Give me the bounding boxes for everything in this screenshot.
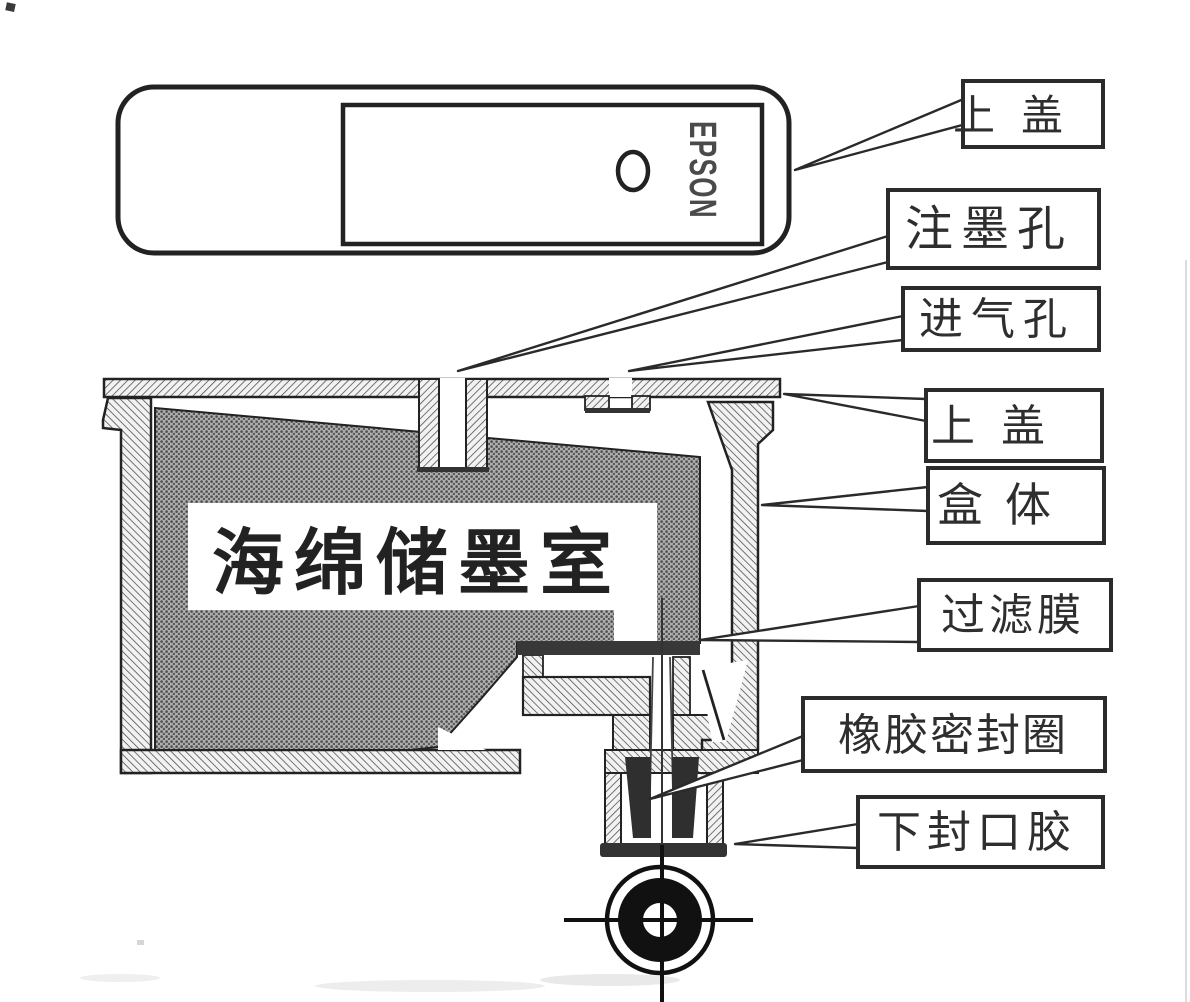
- sponge-label-box: [188, 503, 657, 610]
- cartridge-top-view: EPSON: [115, 84, 792, 256]
- top-cover-inner-panel: [340, 102, 765, 247]
- label-ink-fill-hole: 注墨孔: [886, 188, 1101, 270]
- box-right-wall-upper: [706, 400, 775, 642]
- sponge-bottom-gap: [438, 727, 486, 750]
- label-bottom-seal-glue: 下封口胶: [856, 795, 1105, 869]
- pocket-under-filter: [543, 658, 650, 677]
- label-air-intake-hole: 进气孔: [901, 286, 1101, 352]
- cover-positioning-hole: [615, 149, 651, 193]
- svg-text:橡胶密封圈: 橡胶密封圈: [838, 711, 1068, 760]
- fill-tube-left-wall: [418, 378, 440, 470]
- channel-right-strip: [672, 656, 691, 716]
- ink-inlet-cone-edge: [701, 669, 726, 741]
- svg-text:上盖: 上盖: [931, 402, 1071, 451]
- ledge-strip: [522, 654, 544, 678]
- ink-inlet-cone: [700, 660, 748, 742]
- rubber-seal-right: [672, 757, 699, 838]
- leader-lines: [456, 96, 968, 850]
- outlet-port-left-wall: [604, 772, 622, 846]
- ledge-band: [521, 675, 652, 717]
- epson-logo-text: EPSON: [681, 121, 723, 219]
- air-cup-bottom-edge: [585, 408, 650, 413]
- label-column: 上盖 注墨孔 进气孔 上盖 盒体 过滤膜 橡胶密封圈 下封口胶: [801, 79, 1113, 869]
- svg-text:注墨孔: 注墨孔: [905, 203, 1073, 256]
- svg-text:上盖: 上盖: [953, 94, 1089, 140]
- label-top-cover-section: 上盖: [924, 388, 1104, 463]
- outlet-outer-circle: [604, 864, 716, 976]
- rubber-seal-left: [625, 757, 651, 838]
- label-box-body: 盒体: [926, 466, 1106, 545]
- box-left-wall: [101, 396, 153, 775]
- scan-artifacts: [5, 2, 1187, 1002]
- outlet-ring: [618, 878, 702, 962]
- svg-text:下封口胶: 下封口胶: [877, 808, 1077, 857]
- fill-hole-channel: [440, 378, 465, 468]
- svg-text:进气孔: 进气孔: [919, 295, 1075, 344]
- label-filter-membrane: 过滤膜: [917, 578, 1113, 652]
- fill-tube-bottom-edge: [417, 467, 489, 472]
- box-floor: [119, 748, 522, 775]
- air-cup-left: [584, 395, 610, 411]
- label-top-cover-top-view: 上盖: [953, 79, 1105, 149]
- filter-membrane-bar: [517, 641, 700, 655]
- svg-text:过滤膜: 过滤膜: [941, 591, 1085, 640]
- air-hole-channel: [609, 378, 632, 397]
- air-cup-right: [631, 395, 651, 411]
- cartridge-cross-section: 海绵储墨室: [101, 377, 782, 1002]
- sponge-chamber-title: 海绵储墨室: [212, 524, 622, 604]
- fill-tube-right-wall: [465, 378, 488, 470]
- label-rubber-seal-ring: 橡胶密封圈: [801, 696, 1107, 773]
- svg-text:盒体: 盒体: [937, 480, 1073, 531]
